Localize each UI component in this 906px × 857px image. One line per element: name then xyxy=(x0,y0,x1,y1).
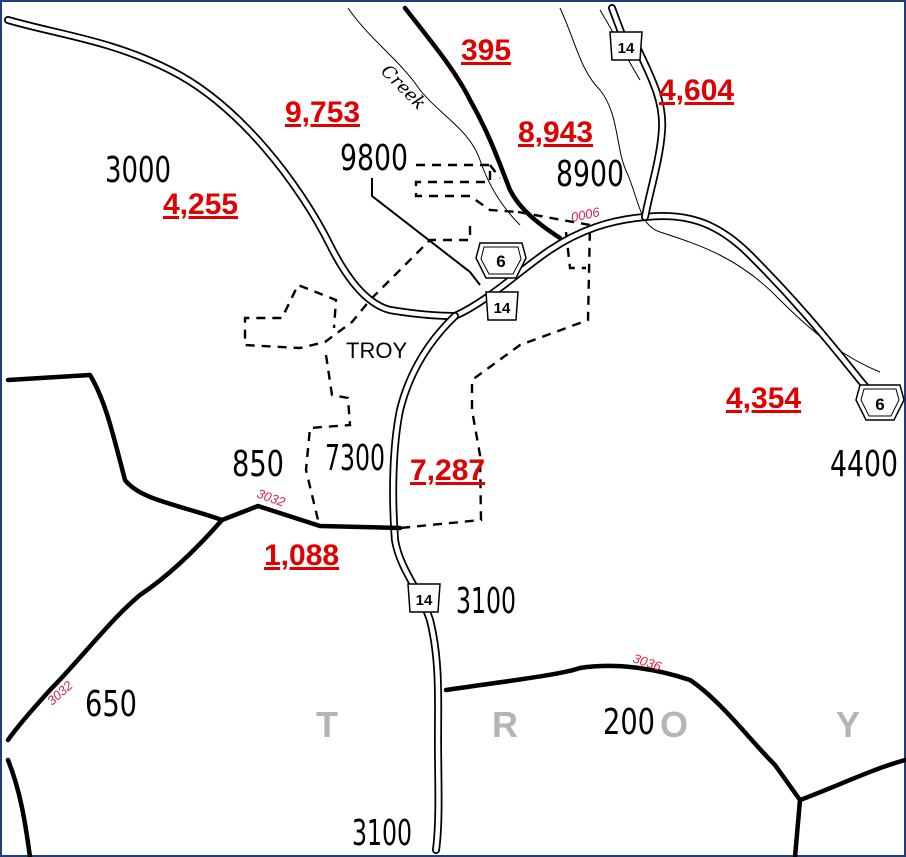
segment-id: 3100 xyxy=(352,813,412,854)
shield-number: 6 xyxy=(875,395,884,414)
shield-number: 14 xyxy=(416,592,433,609)
route-number: 0006 xyxy=(570,204,602,225)
us-6-shield-center: 6 xyxy=(475,242,527,279)
township-letter: Y xyxy=(836,704,860,745)
route-number: 3032 xyxy=(44,677,76,708)
segment-id: 4400 xyxy=(830,444,898,485)
highways xyxy=(4,4,874,854)
segment-id: 650 xyxy=(85,684,137,725)
traffic-count: 4,255 xyxy=(163,188,238,221)
route-14-shield-north: 14 xyxy=(609,31,643,61)
traffic-count: 9,753 xyxy=(285,96,360,129)
segment-id: 9800 xyxy=(340,138,408,179)
shield-number: 6 xyxy=(496,252,505,271)
us-6-shield-east: 6 xyxy=(855,384,905,421)
township-letter: T xyxy=(316,704,338,745)
traffic-count: 4,354 xyxy=(726,382,801,415)
traffic-count: 1,088 xyxy=(264,539,339,572)
segment-id: 3100 xyxy=(456,581,516,622)
segment-id: 7300 xyxy=(325,438,385,479)
traffic-count: 4,604 xyxy=(659,74,734,107)
route-14-shield-south: 14 xyxy=(407,583,441,613)
township-letter: O xyxy=(660,704,688,745)
shield-number: 14 xyxy=(494,300,511,317)
township-letter: R xyxy=(492,704,518,745)
local-roads xyxy=(5,5,906,857)
segment-id: 3000 xyxy=(105,150,171,191)
town-label: TROY xyxy=(346,338,407,363)
traffic-count: 395 xyxy=(461,34,511,67)
shield-number: 14 xyxy=(618,40,635,57)
segment-id: 850 xyxy=(232,444,284,485)
traffic-count: 8,943 xyxy=(518,116,593,149)
segment-id: 200 xyxy=(603,702,655,743)
route-14-shield-center: 14 xyxy=(485,291,519,321)
segment-id: 8900 xyxy=(556,154,624,195)
borough-boundary xyxy=(243,163,592,530)
traffic-count: 7,287 xyxy=(410,454,485,487)
